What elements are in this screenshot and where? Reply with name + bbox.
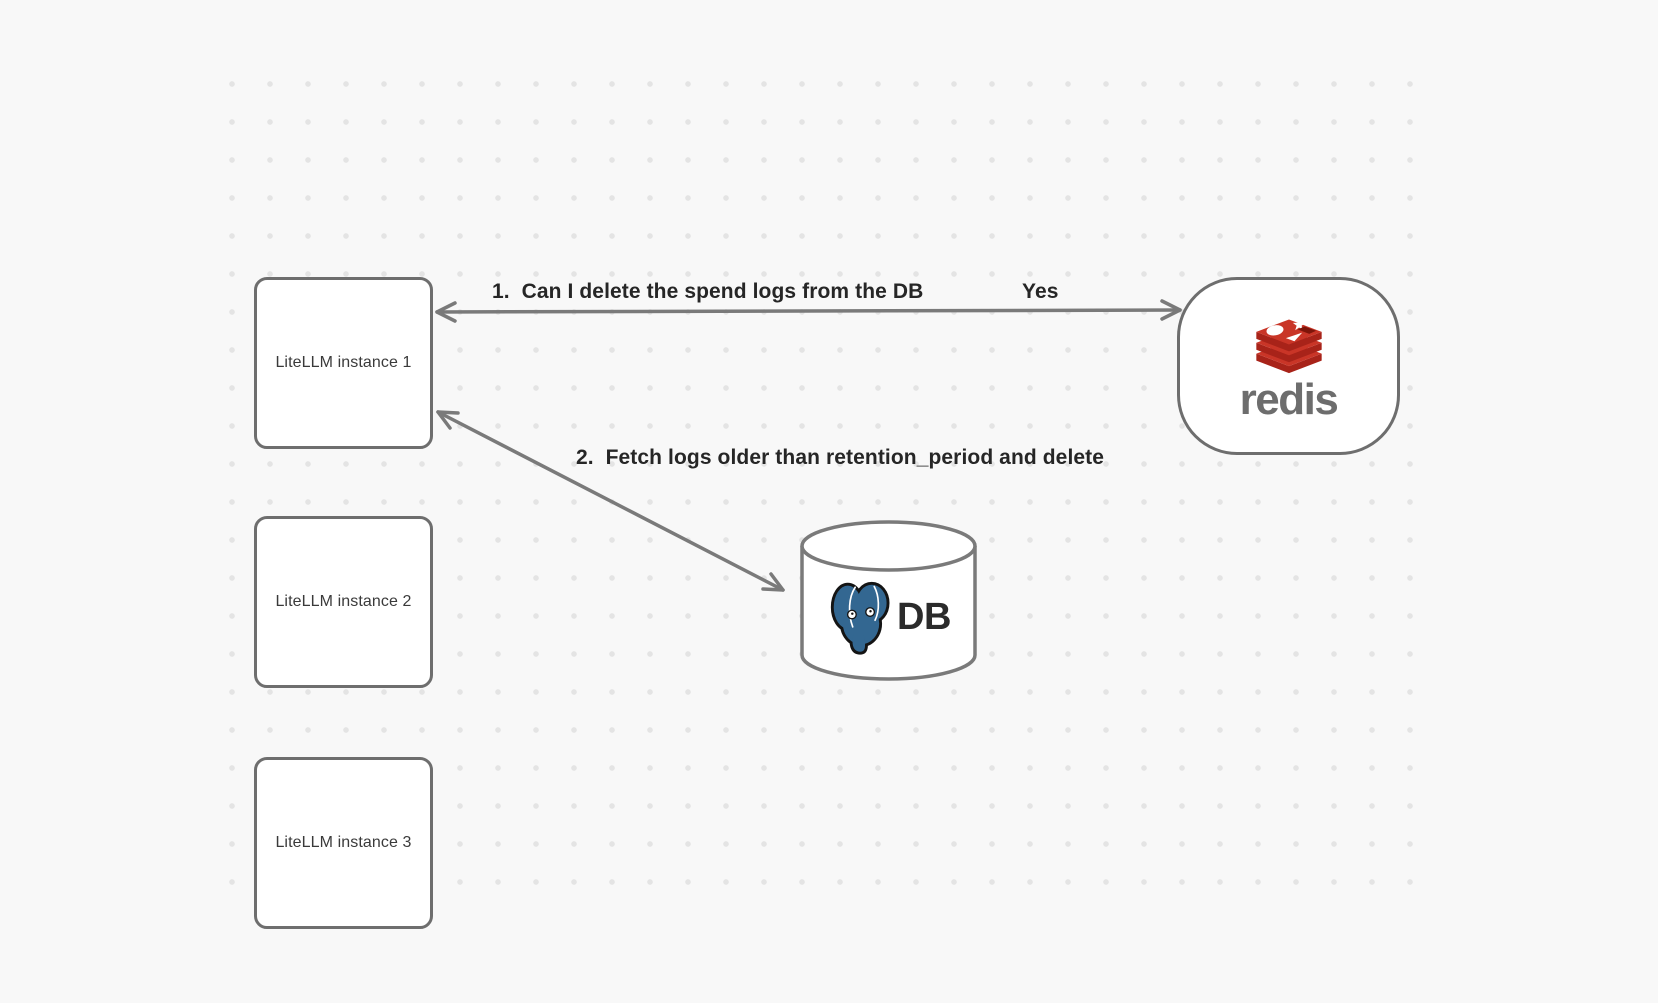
node-litellm-instance-3-label: LiteLLM instance 3 — [275, 834, 412, 851]
db-label: DB — [897, 595, 951, 638]
cylinder-shape — [800, 520, 977, 681]
node-redis[interactable]: redis — [1177, 277, 1400, 455]
redis-stack-icon — [1255, 318, 1322, 374]
node-litellm-instance-3[interactable]: LiteLLM instance 3 — [254, 757, 433, 929]
node-database[interactable]: DB — [799, 519, 978, 682]
node-litellm-instance-1-label: LiteLLM instance 1 — [275, 354, 412, 371]
node-litellm-instance-1[interactable]: LiteLLM instance 1 — [254, 277, 433, 449]
node-litellm-instance-2-label: LiteLLM instance 2 — [275, 593, 412, 610]
redis-wordmark: redis — [1239, 375, 1339, 424]
edge1-label: 1. Can I delete the spend logs from the … — [492, 280, 924, 303]
edge2-label: 2. Fetch logs older than retention_perio… — [576, 446, 1105, 469]
postgresql-elephant-icon — [830, 581, 890, 655]
edge1-response-label: Yes — [1022, 280, 1059, 303]
node-litellm-instance-2[interactable]: LiteLLM instance 2 — [254, 516, 433, 688]
